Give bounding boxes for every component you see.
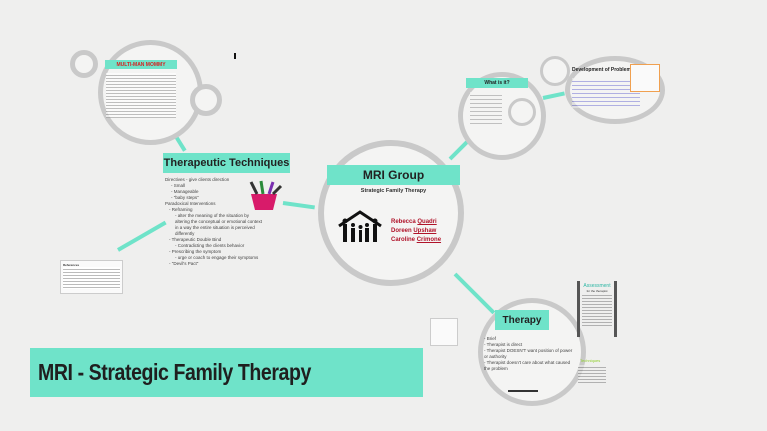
references-card[interactable]: References <box>60 260 123 294</box>
member-last-name: Crimone <box>416 237 442 243</box>
member-last-name: Quadri <box>417 219 437 225</box>
member: Rebecca Quadri <box>391 218 441 227</box>
connector <box>117 220 167 252</box>
techniques-list: Directives - give clients direction - Sm… <box>165 177 265 267</box>
multi-man-text <box>106 73 176 118</box>
item: - urge or coach to engage their symptoms <box>175 255 259 260</box>
therapy-list: - Brief - Therapist is direct - Therapis… <box>484 336 576 372</box>
therapy-header: Therapy <box>495 310 549 330</box>
item: - Therapist is direct <box>484 342 523 347</box>
item: - Therapist doesn't care about what caus… <box>484 360 571 371</box>
therapy-image <box>508 376 538 392</box>
item: - Small <box>171 183 186 188</box>
member-first-name: Doreen <box>391 228 412 234</box>
member-first-name: Rebecca <box>391 219 416 225</box>
item: Paradoxical Interventions <box>165 201 216 206</box>
item: - Manageable <box>171 189 199 194</box>
mri-group-circle[interactable] <box>318 140 464 286</box>
family-house-image <box>337 210 383 244</box>
what-is-it-text <box>470 92 502 126</box>
title-banner: MRI - Strategic Family Therapy <box>30 348 423 397</box>
item: - alter the meaning of the situation by … <box>175 213 263 236</box>
item: - Reframing <box>169 207 193 212</box>
mri-group-header: MRI Group <box>327 165 460 185</box>
development-title: Development of Problems <box>572 67 634 73</box>
member: Doreen Upshaw <box>391 227 441 236</box>
references-title: References <box>63 263 80 267</box>
note-card[interactable] <box>430 318 458 346</box>
side-note-card[interactable] <box>630 64 660 92</box>
connector <box>448 139 470 161</box>
what-is-it-header: What is it? <box>466 78 528 88</box>
small-circle[interactable] <box>70 50 98 78</box>
item: - Therapist DOESN'T want position of pow… <box>484 348 573 359</box>
item: Directives - give clients direction <box>165 177 230 182</box>
techniques-small-title: Techniques <box>580 358 601 363</box>
assessment-title: Assessment <box>583 283 611 289</box>
references-text <box>63 267 120 289</box>
connector <box>282 201 315 210</box>
small-circle[interactable] <box>190 84 222 116</box>
item: - Brief <box>484 336 497 341</box>
member: Caroline Crimone <box>391 236 441 245</box>
small-circle[interactable] <box>508 98 536 126</box>
item: - Contradicting the clients behavior <box>175 243 245 248</box>
development-text <box>572 78 640 108</box>
item: - "baby steps" <box>171 195 199 200</box>
techniques-small-text <box>578 365 606 383</box>
member-first-name: Caroline <box>391 237 416 243</box>
member-last-name: Upshaw <box>413 228 437 234</box>
assessment-text <box>582 293 612 327</box>
assessment-subtitle: for the therapist <box>586 289 608 293</box>
item: - Therapeutic Double Bind <box>169 237 222 242</box>
assessment-card[interactable]: Assessment for the therapist <box>577 281 617 337</box>
item: - "Devil's Pact" <box>169 261 199 266</box>
members: Rebecca Quadri Doreen Upshaw Caroline Cr… <box>391 218 441 245</box>
multi-man-header: MULTI-MAN MOMMY <box>105 60 177 69</box>
techniques-header[interactable]: Therapeutic Techniques <box>163 153 290 173</box>
presentation-title: MRI - Strategic Family Therapy <box>38 359 311 385</box>
small-circle[interactable] <box>540 56 570 86</box>
connector <box>542 91 565 100</box>
cursor-mark <box>234 53 236 59</box>
item: - Prescribing the symptom <box>169 249 222 254</box>
connector <box>453 272 496 315</box>
toolbox-image <box>245 180 283 212</box>
mri-subtitle: Strategic Family Therapy <box>360 188 427 194</box>
